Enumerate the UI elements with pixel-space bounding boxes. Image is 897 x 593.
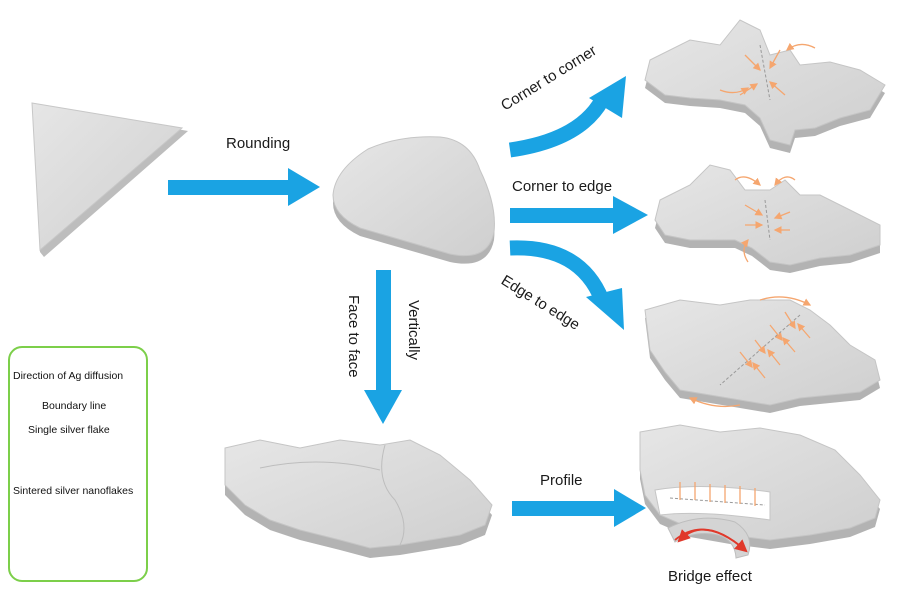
face-to-face-label: Face to face (345, 295, 362, 378)
bridge-effect-label: Bridge effect (668, 568, 752, 585)
corner-to-corner-arrow (508, 76, 626, 158)
vertical-arrow (364, 270, 402, 424)
rounding-label: Rounding (226, 135, 291, 152)
sintered-corner-to-corner (644, 19, 886, 153)
profile-arrow (512, 489, 646, 527)
legend-box (8, 346, 148, 582)
sintered-edge-to-edge (644, 296, 881, 413)
legend-boundary-label: Boundary line (42, 400, 107, 412)
profile-label: Profile (540, 472, 583, 489)
legend-sintered-label: Sintered silver nanoflakes (13, 485, 134, 497)
sintered-face-to-face (224, 439, 493, 558)
triangle-flake (31, 102, 188, 257)
edge-to-edge-arrow (509, 240, 624, 330)
legend-diffusion-label: Direction of Ag diffusion (13, 370, 124, 382)
rounding-arrow (168, 168, 320, 206)
profile-flakes (639, 424, 881, 559)
rounded-flake (332, 136, 495, 264)
sintered-corner-to-edge (654, 164, 881, 273)
vertically-label: Vertically (405, 300, 422, 361)
legend-single-flake-label: Single silver flake (28, 424, 110, 436)
corner-to-edge-label: Corner to edge (512, 178, 613, 195)
corner-to-edge-arrow (510, 196, 648, 234)
